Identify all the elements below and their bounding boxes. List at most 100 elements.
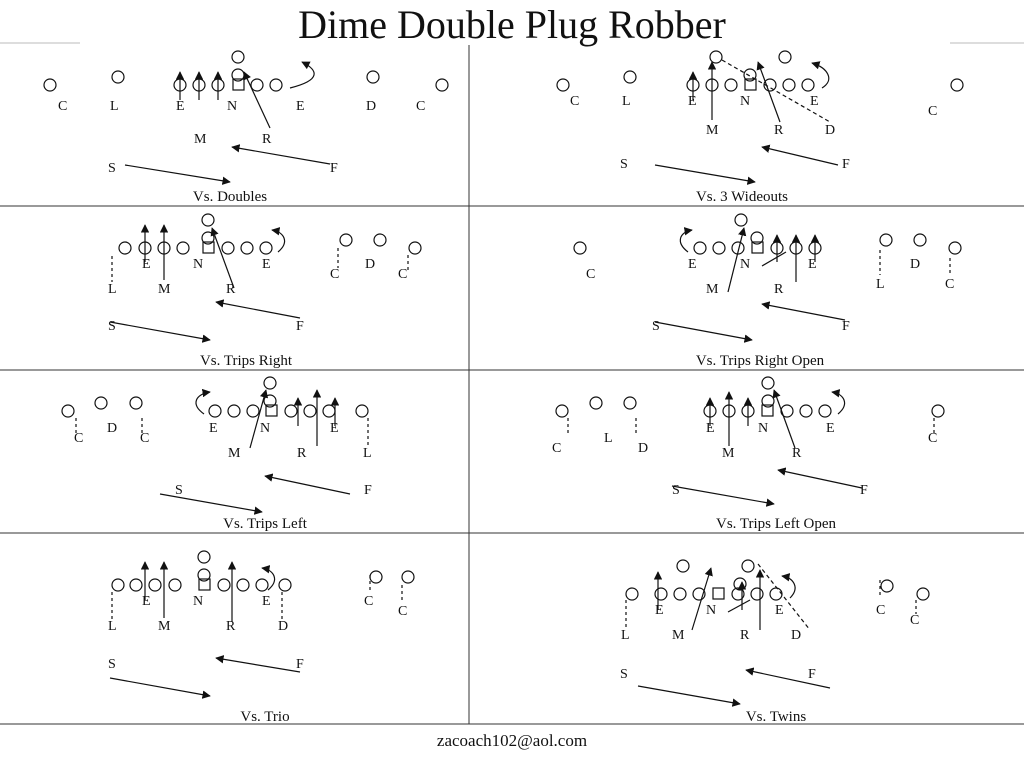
footer-email: zacoach102@aol.com [436, 731, 588, 750]
label: M [706, 282, 719, 297]
label: E [262, 257, 271, 272]
label: C [74, 431, 83, 446]
label: D [825, 123, 835, 138]
label: C [398, 604, 407, 619]
label: M [158, 282, 171, 297]
label: S [672, 483, 680, 498]
offense-players [573, 213, 962, 255]
offense-players [43, 50, 449, 92]
label: L [604, 431, 613, 446]
label: C [945, 277, 954, 292]
player-labels: C D C E N E M R L S F Vs. Trips Left [74, 421, 372, 532]
label: F [842, 319, 850, 334]
label: S [620, 157, 628, 172]
label: S [175, 483, 183, 498]
label: M [672, 628, 685, 643]
label: E [142, 594, 151, 609]
label: S [108, 657, 116, 672]
label: L [363, 446, 372, 461]
label: F [842, 157, 850, 172]
routes-and-rushes [567, 389, 935, 507]
diagram-caption: Vs. Twins [746, 709, 807, 725]
label: E [142, 257, 151, 272]
label: C [416, 99, 425, 114]
label: R [774, 123, 784, 138]
label: C [58, 99, 67, 114]
diagram-caption: Vs. Trips Right Open [696, 353, 825, 369]
label: L [108, 282, 117, 297]
diagram-caption: Vs. Trio [240, 709, 289, 725]
label: E [688, 94, 697, 109]
label: M [722, 446, 735, 461]
routes-and-rushes [109, 561, 403, 699]
label: R [262, 132, 272, 147]
label: F [808, 667, 816, 682]
label: N [193, 257, 203, 272]
label: C [928, 104, 937, 119]
label: C [586, 267, 595, 282]
label: S [108, 319, 116, 334]
offense-players [111, 550, 415, 592]
offense-players [556, 50, 964, 92]
label: L [622, 94, 631, 109]
label: N [260, 421, 270, 436]
label: E [655, 603, 664, 618]
label: D [366, 99, 376, 114]
label: L [110, 99, 119, 114]
routes-and-rushes [654, 59, 839, 185]
diagram-vs-doubles: C L E N E D C M R S F Vs. Doubles [43, 50, 449, 205]
diagram-vs-trips-left-open: C L D E N E C M R S F Vs. Trips Left Ope… [552, 376, 945, 532]
label: R [226, 282, 236, 297]
player-labels: E N E C D C L M R S F Vs. Trips Right [108, 257, 407, 369]
label: D [365, 257, 375, 272]
label: R [297, 446, 307, 461]
label: E [706, 421, 715, 436]
label: C [552, 441, 561, 456]
label: C [140, 431, 149, 446]
label: S [108, 161, 116, 176]
label: N [740, 257, 750, 272]
routes-and-rushes [75, 388, 369, 515]
diagram-caption: Vs. 3 Wideouts [696, 189, 788, 205]
label: M [706, 123, 719, 138]
grid-lines [0, 42, 1024, 725]
label: D [638, 441, 648, 456]
page-title: Dime Double Plug Robber [298, 2, 726, 47]
diagram-vs-trips-right: E N E C D C L M R S F Vs. Trips Right [108, 213, 422, 369]
diagram-vs-twins: E N E C C L M R D S F Vs. Twins [620, 559, 930, 725]
offense-players [61, 376, 369, 418]
offense-players [555, 376, 945, 418]
label: E [810, 94, 819, 109]
label: L [621, 628, 630, 643]
label: C [910, 613, 919, 628]
player-labels: E N E C C L M R D S F Vs. Twins [620, 603, 919, 725]
label: F [330, 161, 338, 176]
label: E [808, 257, 817, 272]
label: L [876, 277, 885, 292]
label: C [398, 267, 407, 282]
label: C [876, 603, 885, 618]
diagram-caption: Vs. Doubles [193, 189, 267, 205]
label: C [928, 431, 937, 446]
label: M [194, 132, 207, 147]
label: R [792, 446, 802, 461]
diagram-caption: Vs. Trips Right [200, 353, 293, 369]
diagram-vs-trio: E N E C C L M R D S F Vs. Trio [108, 550, 415, 725]
label: E [262, 594, 271, 609]
label: C [570, 94, 579, 109]
label: M [228, 446, 241, 461]
diagram-vs-3-wideouts: C L E N E C M R D S F Vs. 3 Wideouts [556, 50, 964, 205]
label: E [209, 421, 218, 436]
label: F [296, 319, 304, 334]
diagram-caption: Vs. Trips Left [223, 516, 308, 532]
label: D [278, 619, 288, 634]
label: L [108, 619, 117, 634]
label: E [330, 421, 339, 436]
diagram-caption: Vs. Trips Left Open [716, 516, 837, 532]
offense-players [625, 559, 930, 601]
label: C [364, 594, 373, 609]
label: D [107, 421, 117, 436]
player-labels: C L E N E D C M R S F Vs. Doubles [58, 99, 425, 205]
player-labels: C L E N E C M R D S F Vs. 3 Wideouts [570, 94, 937, 205]
